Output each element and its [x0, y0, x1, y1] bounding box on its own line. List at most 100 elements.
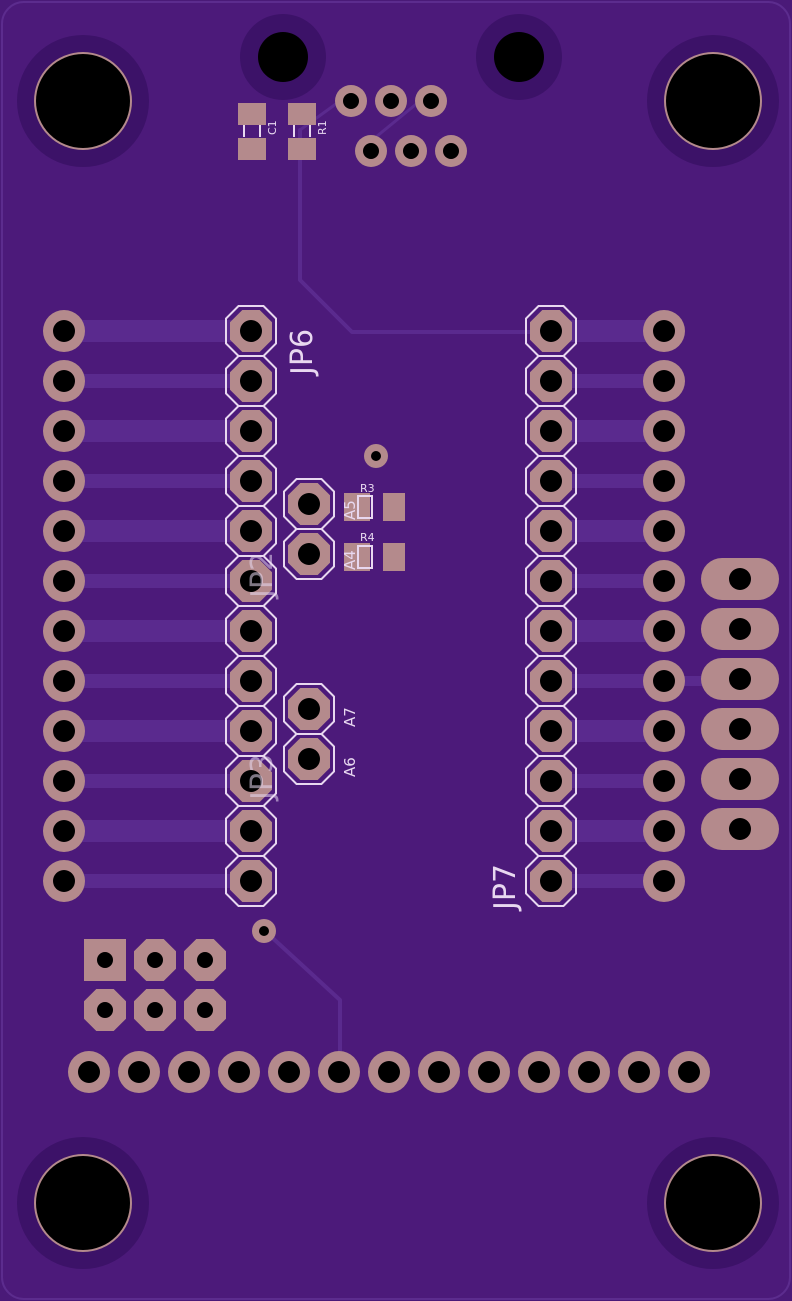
pad-hole	[97, 1002, 113, 1018]
pad-hole	[240, 420, 262, 442]
pad-hole	[428, 1061, 450, 1083]
pad-hole	[298, 748, 320, 770]
pad-hole	[298, 493, 320, 515]
pad-hole	[240, 820, 262, 842]
pad-hole	[53, 520, 75, 542]
pad-hole	[53, 320, 75, 342]
pad-hole	[540, 870, 562, 892]
pad-hole	[540, 320, 562, 342]
mounting-holes	[17, 14, 779, 1269]
pad-hole	[53, 620, 75, 642]
pad-hole	[53, 570, 75, 592]
pad-hole	[97, 952, 113, 968]
pad-hole	[178, 1061, 200, 1083]
pad-hole	[240, 570, 262, 592]
pad-hole	[653, 770, 675, 792]
pad-hole	[653, 370, 675, 392]
pad-hole	[240, 370, 262, 392]
pad-hole	[653, 570, 675, 592]
resistor-outline	[357, 545, 373, 569]
pad-hole	[53, 820, 75, 842]
label-r4: R4	[360, 531, 375, 544]
pad-hole	[240, 320, 262, 342]
pad-hole	[197, 952, 213, 968]
pad-hole	[363, 143, 379, 159]
mounting-hole	[36, 54, 130, 148]
pad-hole	[197, 1002, 213, 1018]
pad-hole	[540, 420, 562, 442]
pad-hole	[328, 1061, 350, 1083]
label-a7: A7	[341, 707, 359, 727]
pad-hole	[540, 470, 562, 492]
pad-hole	[78, 1061, 100, 1083]
label-jp6: JP6	[285, 329, 320, 377]
pad-hole	[278, 1061, 300, 1083]
pad-hole	[53, 770, 75, 792]
mounting-hole	[666, 1156, 760, 1250]
smd-pad	[288, 138, 316, 160]
label-jp2: JP2	[245, 552, 280, 600]
pad-hole	[240, 520, 262, 542]
pad-hole	[371, 451, 381, 461]
pad-hole	[240, 870, 262, 892]
pad-hole	[653, 820, 675, 842]
pad-hole	[343, 93, 359, 109]
pad-hole	[147, 952, 163, 968]
pad-hole	[298, 698, 320, 720]
header-outline	[525, 855, 577, 907]
pad-hole	[53, 870, 75, 892]
pad-hole	[53, 470, 75, 492]
copper-trace	[298, 128, 553, 334]
label-r3: R3	[360, 482, 375, 495]
pad-hole	[240, 720, 262, 742]
pad-hole	[540, 770, 562, 792]
pad-hole	[240, 770, 262, 792]
pad-hole	[729, 718, 751, 740]
smd-pad	[288, 103, 316, 125]
pad-hole	[578, 1061, 600, 1083]
pad-hole	[128, 1061, 150, 1083]
small-hole	[258, 32, 308, 82]
label-a6: A6	[341, 757, 359, 777]
pad-hole	[653, 620, 675, 642]
pad-hole	[653, 670, 675, 692]
pad-hole	[240, 470, 262, 492]
pad-hole	[729, 818, 751, 840]
smd-pad	[238, 103, 266, 125]
header-outline	[283, 733, 335, 785]
label-jp3: JP3	[245, 754, 280, 802]
pad-hole	[528, 1061, 550, 1083]
copper-trace	[263, 929, 342, 1074]
pad-hole	[228, 1061, 250, 1083]
pad-hole	[540, 570, 562, 592]
pad-hole	[53, 420, 75, 442]
pad-hole	[729, 618, 751, 640]
small-hole	[494, 32, 544, 82]
silkscreen-text: JP6 JP7 JP2 JP3 C1 R1 R3 R4 A5 A4 A7 A6	[245, 120, 523, 912]
pad-hole	[53, 370, 75, 392]
copper-trace	[298, 99, 342, 132]
pad-hole	[443, 143, 459, 159]
pad-hole	[653, 720, 675, 742]
pad-hole	[240, 670, 262, 692]
pad-hole	[540, 620, 562, 642]
resistor-outline	[357, 495, 373, 519]
pad-hole	[378, 1061, 400, 1083]
pad-hole	[478, 1061, 500, 1083]
pad-hole	[423, 93, 439, 109]
pad-hole	[53, 670, 75, 692]
header-outline	[283, 528, 335, 580]
pad-hole	[147, 1002, 163, 1018]
pad-hole	[383, 93, 399, 109]
label-jp7: JP7	[488, 864, 523, 912]
pad-hole	[729, 768, 751, 790]
smd-pad	[238, 138, 266, 160]
pad-hole	[540, 720, 562, 742]
mounting-hole	[36, 1156, 130, 1250]
pad-hole	[729, 568, 751, 590]
label-a4: A4	[341, 550, 359, 570]
pad-hole	[259, 926, 269, 936]
pad-hole	[53, 720, 75, 742]
